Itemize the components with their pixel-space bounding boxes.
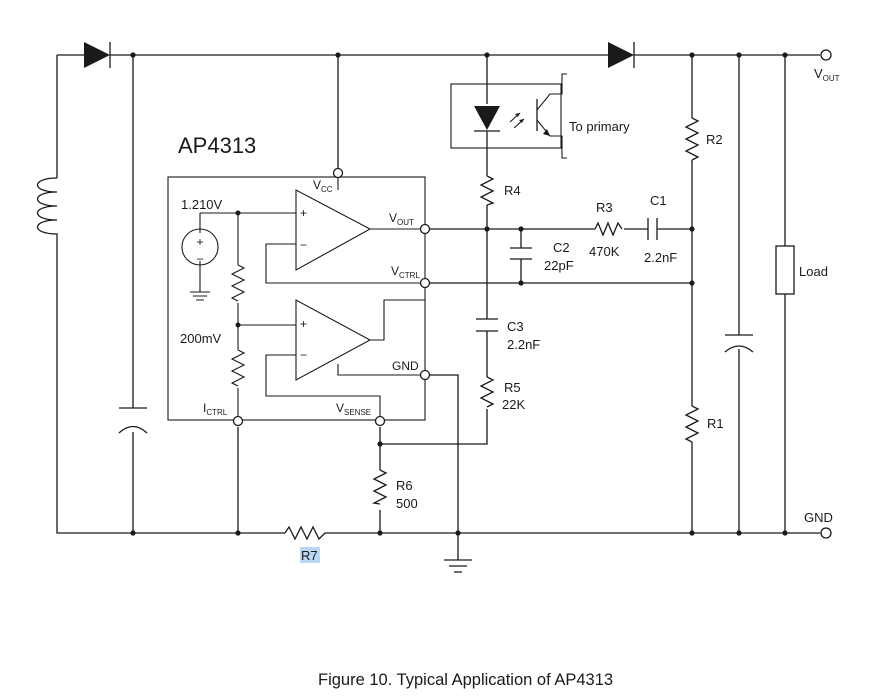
pin-vsense [374,415,386,427]
opamp-upper [295,189,372,271]
junction-dots [130,52,788,536]
c3-label: C3 [507,319,524,334]
pin-gnd [419,369,431,381]
r2-label: R2 [706,132,723,147]
r7-label: R7 [301,548,318,563]
wires [56,54,820,560]
optocoupler-label: To primary [569,119,630,134]
vout-terminal [820,49,832,61]
led-icon [474,106,500,130]
gnd-terminal [820,527,832,539]
c2-label: C2 [553,240,570,255]
vref-label: 1.210V [181,197,223,212]
output-diode [608,42,635,68]
ic-name: AP4313 [178,133,256,158]
resistor-r1 [684,405,700,443]
pin-vcc [332,167,344,179]
vref-source: + − [181,228,219,301]
bulk-capacitor [724,334,754,353]
gnd-terminal-label: GND [804,510,833,525]
internal-resistor-upper [230,264,246,302]
resistor-r4 [479,175,495,206]
optocoupler-outline [450,83,562,149]
r6-label: R6 [396,478,413,493]
ic-ap4313: AP4313 + − + − + − 1.210V 200mV VCC VOUT… [167,133,431,427]
c1-label: C1 [650,193,667,208]
r3-label: R3 [596,200,613,215]
internal-resistor-lower [230,349,246,387]
pin-gnd-label: GND [392,359,419,373]
pin-ictrl-label: ICTRL [203,401,228,417]
ground-icon [444,559,472,573]
pin-vout [419,223,431,235]
r6-value: 500 [396,496,418,511]
resistor-r3 [594,221,623,237]
vout-terminal-label: VOUT [814,66,840,83]
rectifier-diode [84,42,111,68]
opamp-lower-minus: − [300,348,307,362]
pin-vctrl-label: VCTRL [391,264,420,280]
resistor-r5 [479,376,495,408]
c1-value: 2.2nF [644,250,677,265]
resistor-r6 [371,469,388,505]
resistor-r2 [684,117,700,161]
capacitor-c2 [510,247,532,260]
figure-caption: Figure 10. Typical Application of AP4313 [318,671,613,689]
opamp-upper-plus: + [300,206,307,220]
r5-value: 22K [502,397,525,412]
vref2-label: 200mV [180,331,222,346]
pin-vsense-label: VSENSE [336,401,371,417]
pin-vctrl [419,277,431,289]
pin-vout-label: VOUT [389,211,414,227]
c3-value: 2.2nF [507,337,540,352]
pin-vcc-label: VCC [313,178,333,194]
ic-outline [167,176,426,421]
optocoupler: To primary [450,73,630,159]
opamp-lower-plus: + [300,317,307,331]
load-resistor [775,245,795,295]
input-capacitor [118,407,148,434]
opamp-lower [295,299,372,381]
r7-highlight [300,547,320,563]
resistor-r7 [284,525,329,541]
opamp-upper-minus: − [300,238,307,252]
pin-ictrl [232,415,244,427]
capacitor-c1 [647,218,658,240]
c2-value: 22pF [544,258,574,273]
r3-value: 470K [589,244,620,259]
capacitor-c3 [476,318,498,332]
svg-text:+: + [196,235,203,249]
r5-label: R5 [504,380,521,395]
transformer-winding [37,177,58,240]
load-label: Load [799,264,828,279]
r1-label: R1 [707,416,724,431]
svg-text:−: − [196,252,203,266]
r4-label: R4 [504,183,521,198]
